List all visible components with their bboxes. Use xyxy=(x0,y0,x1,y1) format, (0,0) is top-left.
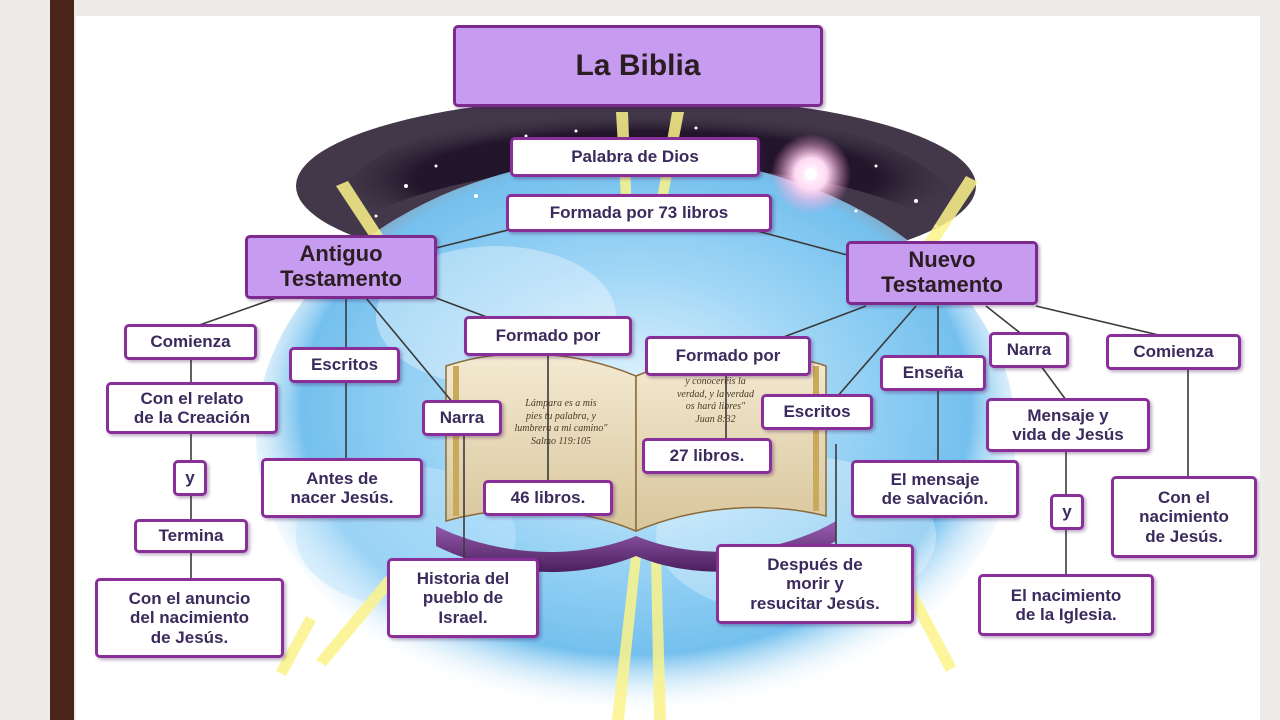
node-nt-despues-morir-resucitar: Después de morir y resucitar Jesús. xyxy=(716,544,914,624)
node-formada-73-libros: Formada por 73 libros xyxy=(506,194,772,232)
node-nt-comienza: Comienza xyxy=(1106,334,1241,370)
node-nt-mensaje-vida-jesus: Mensaje y vida de Jesús xyxy=(986,398,1150,452)
node-at-relato-creacion: Con el relato de la Creación xyxy=(106,382,278,434)
node-at-46-libros: 46 libros. xyxy=(483,480,613,516)
node-nuevo-testamento: Nuevo Testamento xyxy=(846,241,1038,305)
node-nt-con-nacimiento-jesus: Con el nacimiento de Jesús. xyxy=(1111,476,1257,558)
node-at-historia-israel: Historia del pueblo de Israel. xyxy=(387,558,539,638)
node-nt-y: y xyxy=(1050,494,1084,530)
node-at-narra: Narra xyxy=(422,400,502,436)
concept-map-canvas: Lámpara es a mis pies tu palabra, y lumb… xyxy=(76,16,1260,720)
node-palabra-de-dios: Palabra de Dios xyxy=(510,137,760,177)
node-at-antes-nacer-jesus: Antes de nacer Jesús. xyxy=(261,458,423,518)
node-la-biblia: La Biblia xyxy=(453,25,823,107)
node-nt-ensena: Enseña xyxy=(880,355,986,391)
node-at-termina: Termina xyxy=(134,519,248,553)
node-nt-nacimiento-iglesia: El nacimiento de la Iglesia. xyxy=(978,574,1154,636)
node-nt-escritos: Escritos xyxy=(761,394,873,430)
node-at-formado-por: Formado por xyxy=(464,316,632,356)
node-at-anuncio-nacimiento: Con el anuncio del nacimiento de Jesús. xyxy=(95,578,284,658)
slide-left-bar xyxy=(50,0,74,720)
node-at-comienza: Comienza xyxy=(124,324,257,360)
node-nt-formado-por: Formado por xyxy=(645,336,811,376)
node-at-escritos: Escritos xyxy=(289,347,400,383)
node-at-y: y xyxy=(173,460,207,496)
node-nt-27-libros: 27 libros. xyxy=(642,438,772,474)
node-nt-mensaje-salvacion: El mensaje de salvación. xyxy=(851,460,1019,518)
node-nt-narra: Narra xyxy=(989,332,1069,368)
node-antiguo-testamento: Antiguo Testamento xyxy=(245,235,437,299)
book-left-verse: Lámpara es a mis pies tu palabra, y lumb… xyxy=(514,398,608,447)
